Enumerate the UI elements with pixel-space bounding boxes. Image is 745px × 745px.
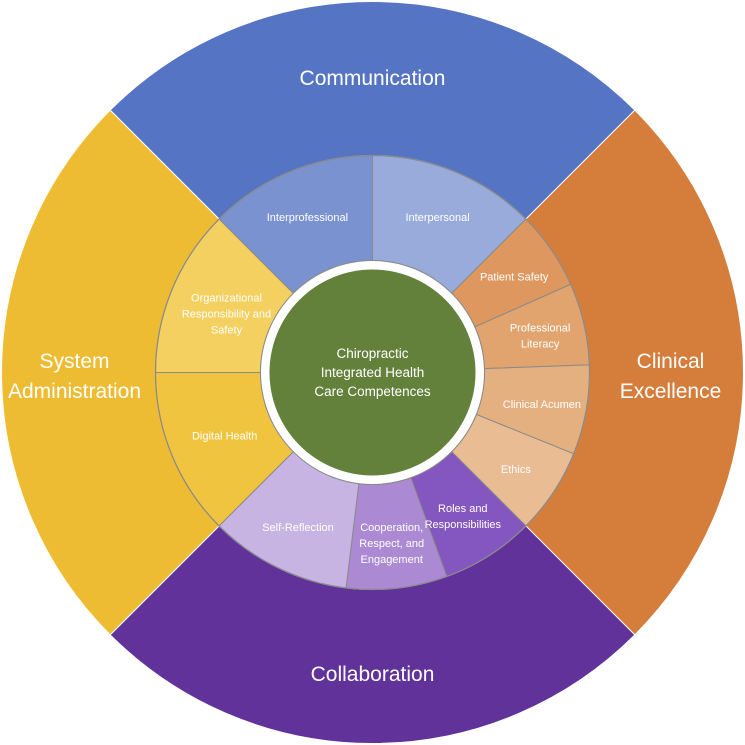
competence-label-ethics: Ethics <box>501 464 531 476</box>
domain-label-communication-line: Communication <box>300 67 446 90</box>
competence-label-clinical-acumen-line: Clinical Acumen <box>503 399 581 411</box>
competence-label-digital-health-line: Digital Health <box>192 430 257 442</box>
competence-label-interpersonal: Interpersonal <box>405 212 469 224</box>
domain-label-communication: Communication <box>300 67 446 90</box>
competence-label-cooperation-respect-and-engagement-line: Cooperation, <box>360 522 423 534</box>
competence-label-organizational-responsibility-and-safety-line: Responsibility and <box>182 309 271 321</box>
competence-label-organizational-responsibility-and-safety-line: Safety <box>211 325 243 337</box>
competence-label-self-reflection-line: Self-Reflection <box>262 522 334 534</box>
center-label-line: Care Competences <box>314 384 431 399</box>
domain-label-clinical-excellence-line: Clinical <box>637 350 705 373</box>
competence-label-roles-and-responsibilities-line: Roles and <box>438 503 488 515</box>
inner-ring-outline <box>154 154 591 591</box>
competence-label-self-reflection: Self-Reflection <box>262 522 334 534</box>
competence-label-roles-and-responsibilities-line: Responsibilities <box>425 519 502 531</box>
competence-label-professional-literacy-line: Literacy <box>521 338 560 350</box>
inner-ring <box>154 154 591 591</box>
center-hub-core <box>269 269 476 476</box>
competence-label-cooperation-respect-and-engagement-line: Respect, and <box>359 538 424 550</box>
center-label-line: Chiropractic <box>336 346 408 361</box>
competence-label-interpersonal-line: Interpersonal <box>405 212 469 224</box>
center-label-line: Integrated Health <box>321 365 425 380</box>
competence-label-patient-safety: Patient Safety <box>480 272 549 284</box>
competence-label-cooperation-respect-and-engagement-line: Engagement <box>361 554 423 566</box>
domain-label-collaboration-line: Collaboration <box>311 663 435 686</box>
competence-label-organizational-responsibility-and-safety-line: Organizational <box>191 293 262 305</box>
competence-label-interprofessional-line: Interprofessional <box>267 212 348 224</box>
domain-label-system-administration-line: System <box>39 350 109 373</box>
competence-label-patient-safety-line: Patient Safety <box>480 272 549 284</box>
domain-label-clinical-excellence-line: Excellence <box>620 380 722 403</box>
domain-label-system-administration-line: Administration <box>8 380 141 403</box>
center-hub <box>260 260 485 485</box>
competence-label-professional-literacy-line: Professional <box>510 322 571 334</box>
domain-label-collaboration: Collaboration <box>311 663 435 686</box>
competence-label-ethics-line: Ethics <box>501 464 531 476</box>
competence-label-interprofessional: Interprofessional <box>267 212 348 224</box>
competence-label-digital-health: Digital Health <box>192 430 257 442</box>
competence-label-clinical-acumen: Clinical Acumen <box>503 399 581 411</box>
